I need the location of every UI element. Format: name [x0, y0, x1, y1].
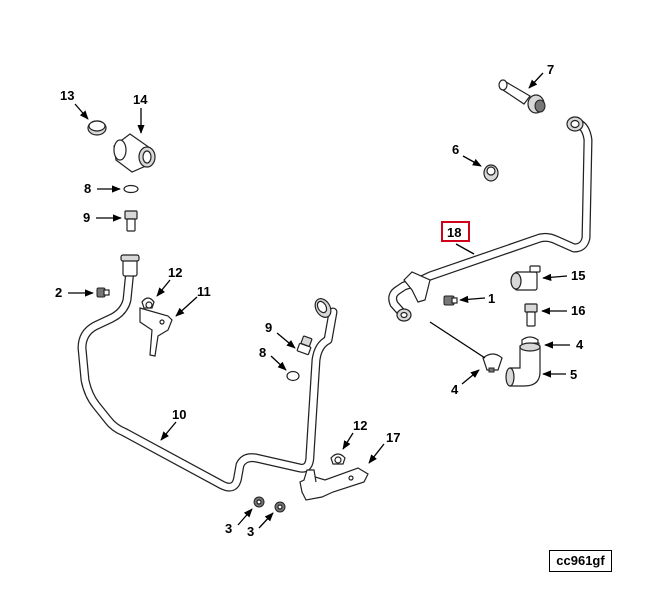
callout-7: 7 — [547, 62, 554, 77]
part-6-cap — [483, 164, 499, 182]
callout-18: 18 — [447, 225, 461, 240]
callout-14: 14 — [133, 92, 148, 107]
part-14-fitting — [113, 133, 156, 173]
part-9-adapter-top — [124, 210, 138, 232]
part-8-oring-top — [123, 184, 139, 194]
callout-17: 17 — [386, 430, 400, 445]
callout-8-mid: 8 — [259, 345, 266, 360]
callout-10: 10 — [172, 407, 186, 422]
part-13-cap — [87, 120, 107, 136]
part-12-clip-top — [141, 297, 155, 309]
part-11-bracket — [139, 307, 173, 357]
callout-4-right: 4 — [576, 337, 584, 352]
callout-12-bottom: 12 — [353, 418, 367, 433]
reference-code-box: cc961gf — [549, 550, 612, 572]
callout-16: 16 — [571, 303, 585, 318]
callout-3-a: 3 — [225, 521, 232, 536]
part-8-oring-mid — [286, 370, 300, 382]
fitting-hose-end-left — [120, 254, 140, 277]
callout-13: 13 — [60, 88, 74, 103]
tube-18-end-fitting — [396, 308, 412, 322]
part-3-nut-a — [253, 496, 265, 508]
part-12-clip-bottom — [330, 453, 346, 465]
leader-lines — [68, 72, 570, 529]
callout-15: 15 — [571, 268, 585, 283]
callout-18-highlight-box — [441, 221, 470, 242]
callout-5: 5 — [570, 367, 577, 382]
part-4-clamp-lower — [482, 353, 503, 373]
part-16-adapter — [524, 303, 538, 327]
callout-9-mid: 9 — [265, 320, 272, 335]
callout-11: 11 — [197, 284, 211, 299]
part-1-fitting — [443, 295, 458, 306]
tube-18 — [388, 117, 593, 318]
tube-18-bracket — [403, 271, 431, 303]
callout-12-top: 12 — [168, 265, 182, 280]
part-15-elbow — [510, 265, 541, 291]
fitting-hose-end-right — [314, 298, 332, 318]
callout-2: 2 — [55, 285, 62, 300]
part-2-plug — [96, 287, 110, 298]
part-7-hose-fitting — [498, 79, 546, 114]
tube-10 — [77, 265, 338, 492]
callout-6: 6 — [452, 142, 459, 157]
callout-4-lower: 4 — [451, 382, 459, 397]
part-9-adapter-mid — [296, 335, 313, 356]
callout-9-top: 9 — [83, 210, 90, 225]
part-5-elbow-hose — [505, 342, 541, 387]
callout-3-b: 3 — [247, 524, 254, 539]
tube-18-upper-coupler — [566, 116, 584, 132]
callout-1: 1 — [488, 291, 495, 306]
part-3-nut-b — [274, 501, 286, 513]
part-17-bracket — [299, 467, 369, 501]
callout-8-top: 8 — [84, 181, 91, 196]
